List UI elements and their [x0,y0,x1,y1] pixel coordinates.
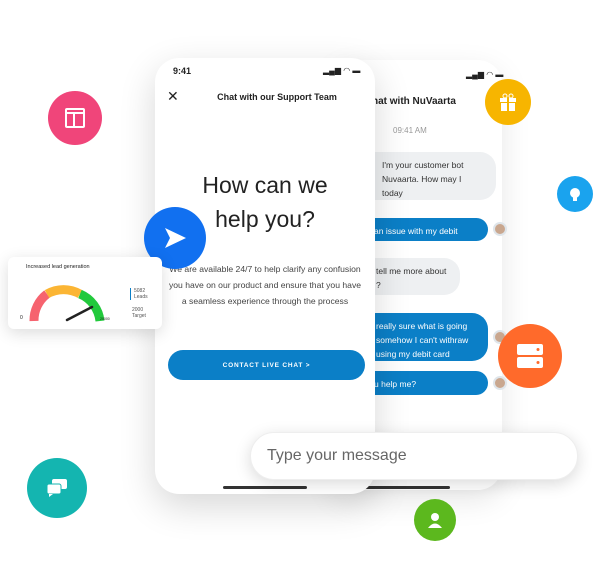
timestamp: 09:41 AM [393,126,427,135]
layout-icon [48,91,102,145]
gauge-max: 20000 [100,317,110,321]
contact-live-chat-button[interactable]: CONTACT LIVE CHAT > [168,350,365,380]
user-message: really sure what is going somehow I can'… [360,313,488,361]
description: We are available 24/7 to help clarify an… [168,264,362,306]
home-indicator [223,486,307,489]
avatar [493,376,507,390]
avatar [493,222,507,236]
gift-icon [485,79,531,125]
card-title: Increased lead generation [26,264,90,270]
user-message: an issue with my debit card [360,218,488,250]
bot-message: tell me more about ? [360,258,460,295]
leads-label: Leads [134,294,148,300]
status-icons: ▂▄▆ ◠ ▬ [466,70,504,79]
target-value: 2000 [132,307,144,313]
headline: How can we help you? [202,172,328,232]
gauge-chart [29,285,105,322]
status-time: 9:41 [173,66,192,76]
server-icon [498,324,562,388]
target-label: Target [132,313,146,319]
close-icon[interactable]: ✕ [167,88,179,104]
message-input[interactable]: Type your message [250,432,578,480]
gauge-red [29,290,50,322]
leads-value: 5082 [134,288,146,294]
status-icons: ▂▄▆ ◠ ▬ [323,66,361,75]
user-message: u help me? [360,371,488,395]
gauge-green [78,289,105,322]
home-indicator [360,486,450,489]
lightbulb-icon [557,176,593,212]
front-phone: 9:41 ▂▄▆ ◠ ▬ ✕ Chat with our Support Tea… [155,58,375,494]
gauge-yellow [44,285,83,299]
bot-message: I'm your customer bot Nuvaarta. How may … [360,152,496,200]
gauge-needle [65,305,94,322]
chat-icon [27,458,87,518]
user-icon [414,499,456,541]
chat-header: Chat with our Support Team [217,92,337,102]
chat-title: hat with NuVaarta [372,96,456,107]
gauge-min: 0 [20,315,23,321]
